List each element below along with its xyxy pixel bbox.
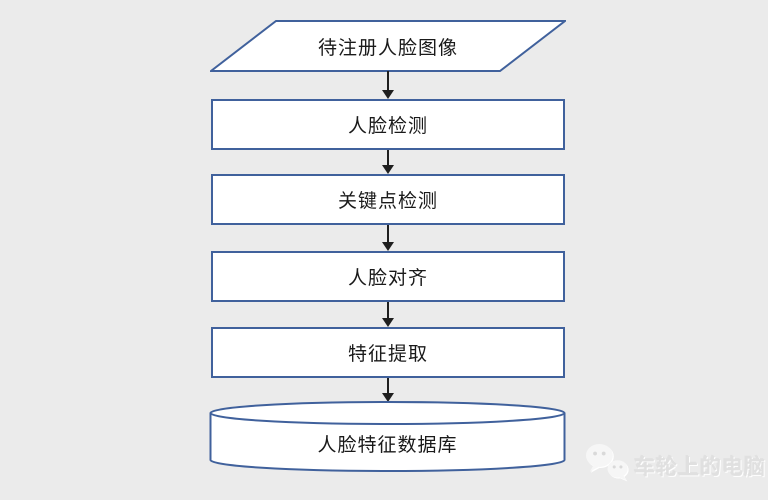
arrow-shaft: [387, 71, 389, 90]
arrow-shaft: [387, 302, 389, 318]
arrowhead-icon: [382, 242, 394, 251]
node-face-feature-database: 人脸特征数据库: [209, 401, 566, 473]
arrowhead-icon: [382, 393, 394, 402]
node-label-face-alignment: 人脸对齐: [347, 268, 428, 289]
wechat-icon: [585, 443, 628, 481]
arrow-down-1: [381, 71, 395, 99]
node-label-face-detection: 人脸检测: [347, 116, 428, 137]
node-input-image: 待注册人脸图像: [210, 20, 566, 72]
watermark: 车轮上的电脑: [584, 443, 766, 489]
arrow-down-4: [381, 302, 395, 327]
node-face-alignment: 人脸对齐: [211, 251, 565, 302]
node-label-landmark-detection: 关键点检测: [337, 191, 438, 212]
arrowhead-icon: [382, 90, 394, 99]
node-label-feature-extraction: 特征提取: [347, 344, 428, 365]
arrow-shaft: [387, 378, 389, 393]
node-feature-extraction: 特征提取: [211, 327, 565, 378]
node-landmark-detection: 关键点检测: [211, 174, 565, 225]
arrowhead-icon: [382, 165, 394, 174]
arrowhead-icon: [382, 318, 394, 327]
arrow-shaft: [387, 225, 389, 242]
watermark-text: 车轮上的电脑: [634, 456, 766, 479]
node-label-input-image: 待注册人脸图像: [317, 37, 458, 59]
node-face-detection: 人脸检测: [211, 99, 565, 150]
arrow-down-2: [381, 150, 395, 174]
database-cylinder-shape: [209, 401, 566, 472]
arrow-down-3: [381, 225, 395, 251]
arrow-shaft: [387, 150, 389, 165]
parallelogram-shape: [210, 20, 566, 72]
node-label-face-feature-database: 人脸特征数据库: [317, 434, 458, 456]
arrow-down-5: [381, 378, 395, 402]
